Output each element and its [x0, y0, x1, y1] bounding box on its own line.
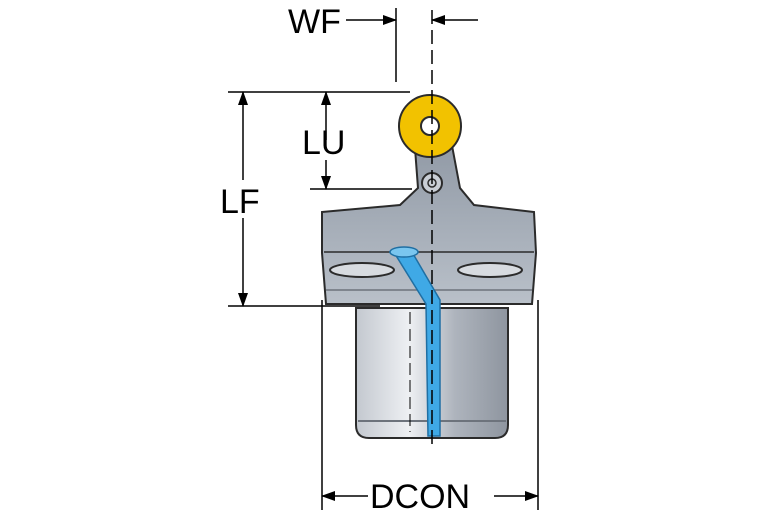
lf-label: LF	[220, 183, 260, 221]
dcon-label: DCON	[370, 478, 470, 516]
round-insert	[398, 94, 462, 158]
lu-dimension: LU	[302, 91, 345, 190]
lu-label: LU	[302, 124, 345, 162]
wf-label: WF	[288, 3, 341, 41]
left-slot	[329, 262, 395, 278]
lf-dimension: LF	[220, 91, 260, 307]
wf-dimension: WF	[288, 3, 478, 82]
dcon-dimension: DCON	[321, 300, 539, 516]
coolant-channel	[389, 246, 441, 437]
head-body	[321, 134, 538, 305]
right-slot	[457, 262, 523, 278]
